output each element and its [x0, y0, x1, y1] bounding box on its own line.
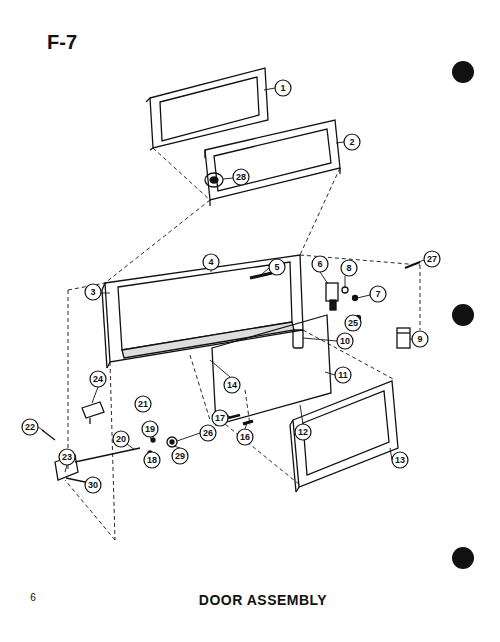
callout-circle: [142, 421, 158, 437]
callout-circle: [312, 256, 328, 272]
callout-number: 2: [349, 138, 354, 147]
callout-number: 4: [208, 258, 213, 267]
callout-number: 26: [203, 429, 213, 438]
callout-number: 28: [236, 173, 246, 182]
callout-number: 24: [93, 375, 103, 384]
diagram-title: DOOR ASSEMBLY: [199, 593, 327, 607]
callout-circle: [113, 431, 129, 447]
callout-circle: [269, 259, 285, 275]
callout-number: 7: [375, 290, 380, 299]
callout-number: 18: [147, 456, 157, 465]
callout-circle: [90, 371, 106, 387]
callout-circle: [59, 449, 75, 465]
callout-circle: [135, 396, 151, 412]
callout-number: 9: [417, 335, 422, 344]
callout-number: 22: [25, 423, 35, 432]
callout-number: 12: [298, 428, 308, 437]
callout-circle: [392, 452, 408, 468]
callout-circle: [200, 425, 216, 441]
callout-circle: [424, 251, 440, 267]
callout-number: 13: [395, 456, 405, 465]
callout-circle: [233, 169, 249, 185]
callout-number: 8: [346, 264, 351, 273]
callout-number: 25: [348, 319, 358, 328]
callout-number: 17: [215, 414, 225, 423]
callout-number: 21: [138, 400, 148, 409]
callout-circle: [172, 448, 188, 464]
callout-number: 29: [175, 452, 185, 461]
callout-circle: [370, 286, 386, 302]
callout-number: 20: [116, 435, 126, 444]
figure-number: F-7: [47, 32, 77, 52]
page-number: 6: [30, 593, 36, 603]
callout-circle: [412, 331, 428, 347]
callout-number: 10: [340, 337, 350, 346]
callout-circle: [344, 134, 360, 150]
callout-number: 27: [427, 255, 437, 264]
callout-circle: [337, 333, 353, 349]
callout-number: 6: [317, 260, 322, 269]
callout-circle: [295, 424, 311, 440]
callout-circle: [22, 419, 38, 435]
callout-circle: [203, 254, 219, 270]
callout-number: 16: [240, 433, 250, 442]
callout-number: 11: [338, 371, 348, 380]
callout-number: 14: [227, 381, 237, 390]
callout-circle: [85, 477, 101, 493]
callout-circle: [341, 260, 357, 276]
callout-number: 23: [62, 453, 72, 462]
callout-circle: [85, 284, 101, 300]
callout-number: 3: [90, 288, 95, 297]
callout-circle: [275, 80, 291, 96]
callout-number: 19: [145, 425, 155, 434]
callout-number: 30: [88, 481, 98, 490]
callout-number: 5: [274, 263, 279, 272]
callout-circle: [144, 452, 160, 468]
callout-circle: [212, 410, 228, 426]
callout-circle: [224, 377, 240, 393]
callout-number: 1: [280, 84, 285, 93]
callout-circle: [345, 315, 361, 331]
callout-circle: [335, 367, 351, 383]
callout-circle: [237, 429, 253, 445]
